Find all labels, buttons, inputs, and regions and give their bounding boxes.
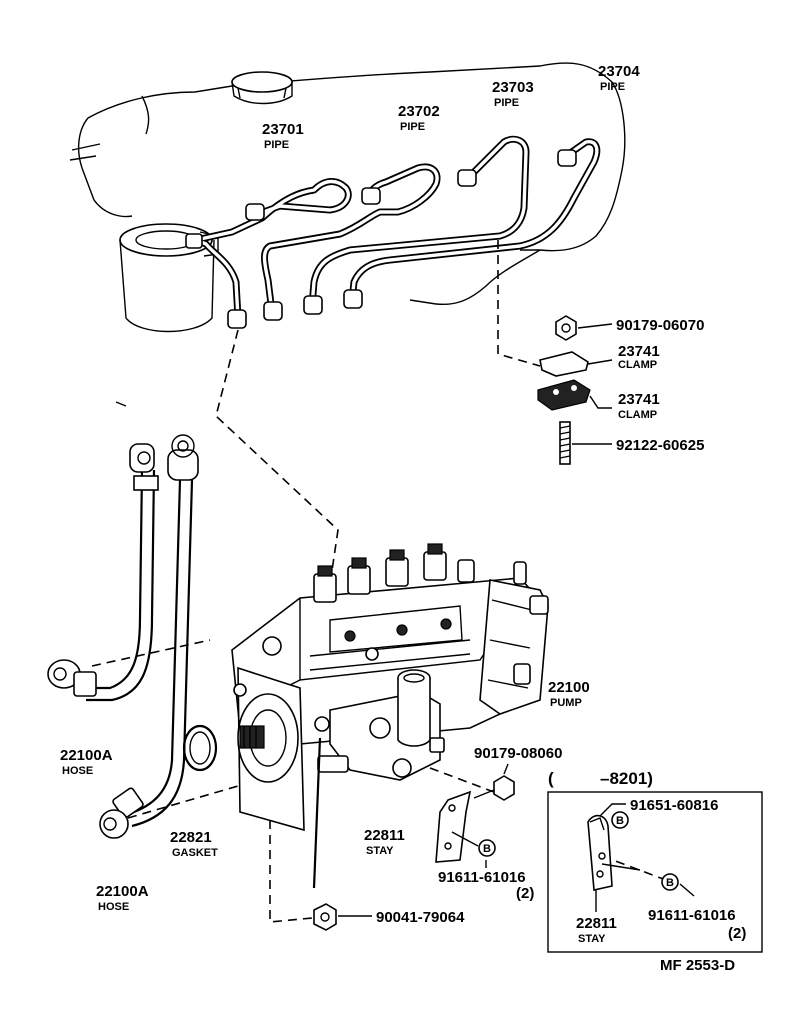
label-hose-a-number: 22100A — [60, 747, 113, 764]
label-91611-61016: 91611-61016 — [438, 869, 526, 886]
label-91651-60816: 91651-60816 — [630, 797, 718, 814]
label-23703-name: PIPE — [494, 97, 519, 109]
clamp-assembly — [497, 240, 613, 465]
label-pump-name: PUMP — [550, 697, 582, 709]
label-91611-61016-qty: (2) — [516, 885, 534, 902]
label-clamp-a-number: 23741 — [618, 343, 660, 360]
b-marker-icons — [478, 811, 679, 891]
label-pump-number: 22100 — [548, 679, 590, 696]
stay-bracket-main — [435, 763, 515, 868]
label-clamp-a-name: CLAMP — [618, 359, 657, 371]
label-23702-name: PIPE — [400, 121, 425, 133]
union-nut-icons — [185, 149, 577, 329]
b-marker-label-1: B — [483, 843, 491, 855]
label-hose-b-name: HOSE — [98, 901, 129, 913]
gasket-icon — [182, 724, 218, 772]
drain-plug-icon — [313, 903, 372, 931]
label-23702-number: 23702 — [398, 103, 440, 120]
label-hose-b-number: 22100A — [96, 883, 149, 900]
label-clamp-b-name: CLAMP — [618, 409, 657, 421]
label-23704-name: PIPE — [600, 81, 625, 93]
label-inset-stay-name: STAY — [578, 933, 606, 945]
label-92122-60625: 92122-60625 — [616, 437, 704, 454]
label-23701-number: 23701 — [262, 121, 304, 138]
label-23703-number: 23703 — [492, 79, 534, 96]
label-inset-91611-61016: 91611-61016 — [648, 907, 736, 924]
label-gasket-number: 22821 — [170, 829, 212, 846]
assembly-guide-lines — [91, 329, 667, 923]
label-90179-06070: 90179-06070 — [616, 317, 704, 334]
inset-variant-panel — [547, 791, 763, 953]
part-labels: 23701 PIPE 23702 PIPE 23703 PIPE 23704 P… — [60, 63, 746, 974]
label-stay-name: STAY — [366, 845, 394, 857]
delivery-valve-icons — [313, 543, 527, 603]
inset-title: –8201) — [600, 769, 653, 788]
b-marker-label-3: B — [666, 877, 674, 889]
fuel-hoses — [47, 434, 199, 839]
label-gasket-name: GASKET — [172, 847, 218, 859]
label-inset-stay-number: 22811 — [576, 915, 617, 932]
drawing-code: MF 2553-D — [660, 957, 735, 974]
label-clamp-b-number: 23741 — [618, 391, 660, 408]
b-marker-label-2: B — [616, 815, 624, 827]
label-23704-number: 23704 — [598, 63, 640, 80]
label-23701-name: PIPE — [264, 139, 289, 151]
injection-pipes — [185, 135, 601, 329]
label-90041-79064: 90041-79064 — [376, 909, 465, 926]
label-stay-number: 22811 — [364, 827, 405, 844]
label-90179-08060: 90179-08060 — [474, 745, 562, 762]
inset-title-open: ( — [548, 769, 554, 788]
label-hose-a-name: HOSE — [62, 765, 93, 777]
label-inset-qty: (2) — [728, 925, 746, 942]
injection-pump-icon — [231, 543, 549, 889]
